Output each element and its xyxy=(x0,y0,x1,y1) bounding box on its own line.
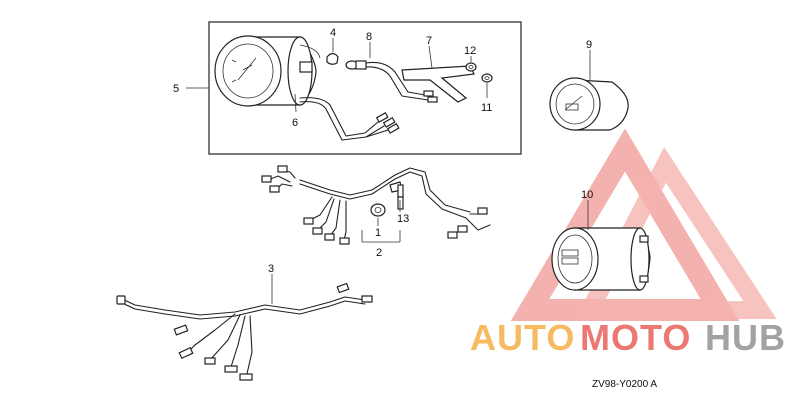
wire-harness-6 xyxy=(299,97,400,141)
callout-9: 9 xyxy=(586,39,592,51)
callout-3: 3 xyxy=(268,263,274,275)
leader-6 xyxy=(294,93,297,113)
watermark-wordmark: AUTO MOTO HUB xyxy=(470,317,786,358)
callout-1: 1 xyxy=(375,227,381,239)
callout-6: 6 xyxy=(292,117,298,129)
gauge-assembly-5 xyxy=(214,35,321,107)
callout-2: 2 xyxy=(376,247,382,259)
callout-4: 4 xyxy=(330,27,336,39)
callout-5: 5 xyxy=(173,83,179,95)
callout-12: 12 xyxy=(464,45,476,57)
callout-10: 10 xyxy=(581,189,593,201)
callout-labels: 5 6 4 8 7 12 11 9 10 13 1 2 3 xyxy=(173,27,593,275)
part-4-bulb-clip xyxy=(326,38,339,65)
gauge-10 xyxy=(551,200,651,291)
gauge-9 xyxy=(549,50,629,131)
callout-7: 7 xyxy=(426,35,432,47)
wire-harness-3 xyxy=(116,274,373,381)
main-wire-harness xyxy=(261,165,491,245)
callout-13: 13 xyxy=(397,213,409,225)
part-11-nut xyxy=(481,73,493,98)
watermark-auto: AUTO xyxy=(470,317,575,358)
part-8-bulb-socket xyxy=(345,42,438,103)
callout-11: 11 xyxy=(481,102,492,114)
callout-8: 8 xyxy=(366,31,372,43)
watermark-moto: MOTO xyxy=(580,317,691,358)
part-12-washer xyxy=(465,56,477,72)
drawing-code: ZV98-Y0200 A xyxy=(592,379,657,390)
watermark-hub: HUB xyxy=(705,317,786,358)
